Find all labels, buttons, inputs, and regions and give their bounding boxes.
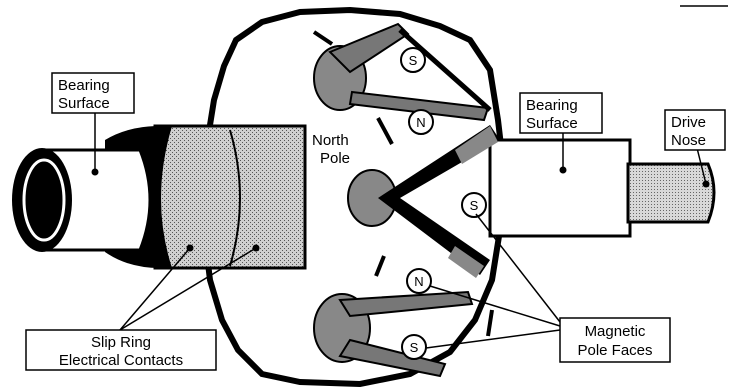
pole-mark-n-lower-text: N — [414, 274, 423, 289]
pole-mark-s-top-text: S — [409, 53, 418, 68]
label-drive-nose-line2: Nose — [671, 132, 706, 149]
drive-nose — [628, 164, 714, 222]
pole-mark-n-lower: N — [407, 269, 431, 293]
label-bearing-surface-right: Bearing Surface — [520, 93, 602, 133]
label-bearing-left-line2: Surface — [58, 95, 110, 112]
label-bearing-surface-left: Bearing Surface — [52, 73, 134, 113]
label-slip-ring-line2: Electrical Contacts — [59, 352, 183, 369]
pole-mark-s-bottom: S — [402, 335, 426, 359]
pole-mark-s-bottom-text: S — [410, 340, 419, 355]
label-magnetic-pole-faces: Magnetic Pole Faces — [560, 318, 670, 362]
label-bearing-left-line1: Bearing — [58, 77, 110, 94]
label-north-pole-line2: Pole — [320, 150, 350, 167]
label-drive-nose-line1: Drive — [671, 114, 706, 131]
label-slip-ring: Slip Ring Electrical Contacts — [26, 330, 216, 370]
pole-mark-s-right-text: S — [470, 198, 479, 213]
pole-mark-s-right: S — [462, 193, 486, 217]
slip-ring-body — [155, 126, 305, 268]
label-bearing-right-line1: Bearing — [526, 97, 578, 114]
pole-mark-s-top: S — [401, 48, 425, 72]
body-dash-4 — [488, 310, 492, 336]
label-magnetic-line1: Magnetic — [585, 323, 646, 340]
label-north-pole-line1: North — [312, 132, 349, 149]
label-slip-ring-line1: Slip Ring — [91, 334, 151, 351]
pole-mark-n-upper-text: N — [416, 115, 425, 130]
shaft-end-inner — [24, 160, 64, 240]
pole-mark-n-upper: N — [409, 110, 433, 134]
label-bearing-right-line2: Surface — [526, 115, 578, 132]
right-bearing-shaft — [490, 140, 630, 236]
label-drive-nose: Drive Nose — [665, 110, 725, 150]
label-magnetic-line2: Pole Faces — [577, 342, 652, 359]
